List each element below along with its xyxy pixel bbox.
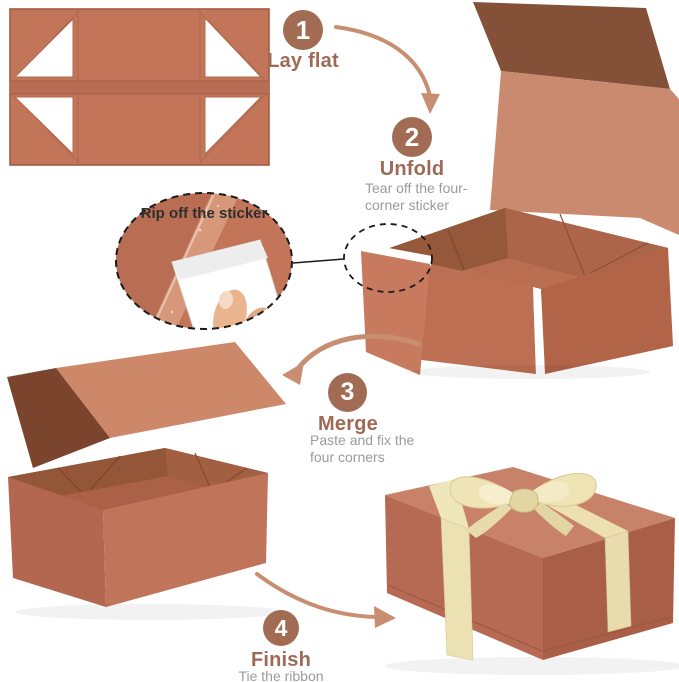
step-2-number-badge: 2: [392, 117, 432, 157]
step-4-number-badge: 4: [263, 610, 299, 646]
step-2-caption-line-2: corner sticker: [365, 197, 450, 213]
unfolded-box-illustration: [343, 2, 679, 379]
sticker-callout-magnifier: [115, 192, 345, 330]
step-3-caption: Paste and fix the four corners: [310, 432, 430, 466]
callout-label: Rip off the sticker: [140, 205, 268, 222]
step-3-caption-line-2: four corners: [310, 449, 385, 465]
step-1-title: Lay flat: [267, 50, 339, 72]
flat-box-template-illustration: [9, 8, 270, 166]
ribbon-bands: [429, 479, 632, 661]
step-4-caption: Tie the ribbon: [231, 668, 331, 682]
finished-gift-box-illustration: [385, 467, 679, 675]
callout-connector-line: [292, 258, 345, 264]
step-4-title: Finish: [250, 649, 312, 671]
magnifier-dashed-ellipse: [115, 192, 293, 330]
curved-arrow-step1-to-step2: [334, 25, 440, 114]
step-2-title: Unfold: [379, 158, 445, 180]
curved-arrow-step3-to-step4: [255, 572, 396, 628]
merged-box-illustration: [7, 342, 286, 620]
ribbon-bow: [449, 472, 597, 538]
step-3-number-badge: 3: [328, 373, 367, 412]
curved-arrow-step2-to-step3: [282, 333, 422, 385]
step-2-caption: Tear off the four- corner sticker: [365, 180, 485, 214]
step-1-number-badge: 1: [283, 10, 323, 50]
step-4-caption-line-1: Tie the ribbon: [238, 668, 324, 682]
step-2-caption-line-1: Tear off the four-: [365, 180, 468, 196]
corner-focus-dashed-ellipse: [343, 223, 433, 293]
step-3-title: Merge: [318, 413, 378, 435]
step-3-caption-line-1: Paste and fix the: [310, 432, 415, 448]
